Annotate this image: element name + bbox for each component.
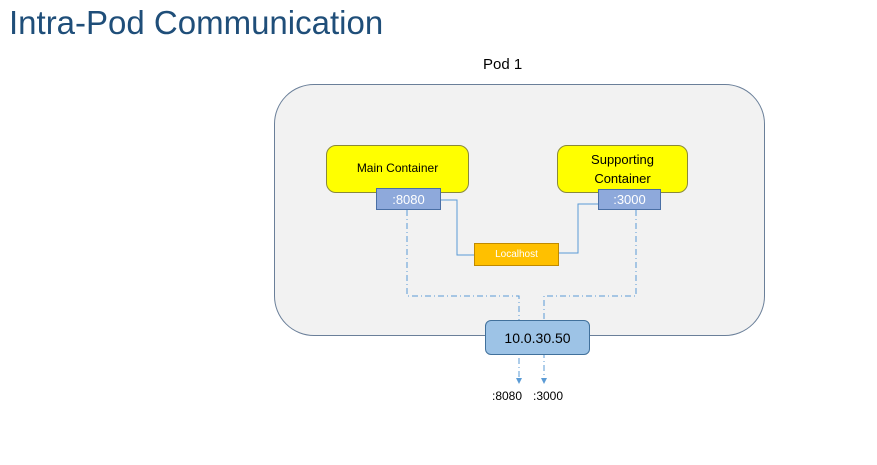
- localhost-box: Localhost: [474, 243, 559, 266]
- supporting-container-port: :3000: [598, 189, 661, 210]
- pod-label: Pod 1: [483, 56, 523, 73]
- main-container-label: Main Container: [356, 161, 439, 175]
- main-container-box: Main Container: [326, 145, 469, 193]
- exposed-port-8080: :8080: [492, 389, 523, 403]
- slide-title: Intra-Pod Communication: [9, 4, 384, 41]
- supporting-container-box: Supporting Container: [557, 145, 688, 193]
- pod-ip-box: 10.0.30.50: [485, 320, 590, 355]
- pod-box: [274, 84, 765, 336]
- exposed-port-3000: :3000: [533, 389, 564, 403]
- supporting-container-label: Supporting Container: [591, 151, 654, 186]
- main-container-port: :8080: [376, 188, 441, 210]
